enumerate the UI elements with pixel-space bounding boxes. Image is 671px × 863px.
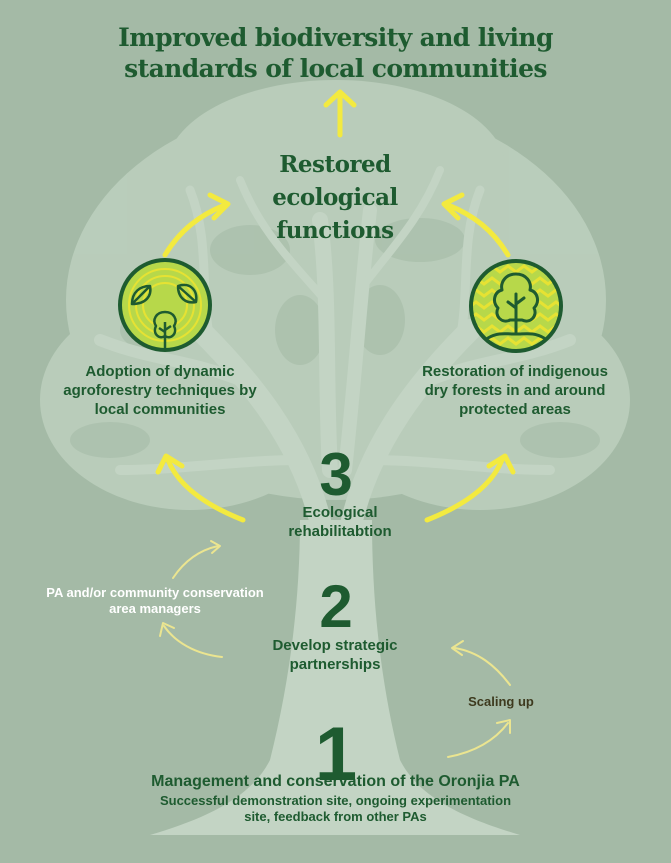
arrow-right-to-restored xyxy=(445,202,511,258)
restored-line1: Restored xyxy=(279,151,391,178)
agroforestry-caption-line3: local communities xyxy=(94,401,226,418)
step1-subtitle-line1: Successful demonstration site, ongoing e… xyxy=(159,793,512,808)
pa-managers-line2: area managers xyxy=(109,601,201,616)
dry-forest-caption-line3: protected areas xyxy=(459,401,571,418)
step1-number: 1 xyxy=(314,712,358,797)
arrow-right-to-restored-head xyxy=(441,192,465,221)
goal-title-line2: standards of local communities xyxy=(124,54,547,83)
pale-arrow-scale-up-head xyxy=(496,719,511,734)
arrow-left-to-restored-head xyxy=(207,192,231,221)
restored-functions-label: Restored ecological functions xyxy=(230,148,440,247)
dry-forest-caption-line2: dry forests in and around xyxy=(424,382,606,399)
goal-title-line1: Improved biodiversity and living xyxy=(118,23,553,52)
step1-subtitle: Successful demonstration site, ongoing e… xyxy=(110,793,561,825)
step3-label-line1: Ecological xyxy=(302,504,378,521)
step1-subtitle-line2: site, feedback from other PAs xyxy=(244,809,427,824)
arrow-step3-to-right xyxy=(424,457,505,523)
step2-label: Develop strategic partnerships xyxy=(230,636,440,674)
pale-arrow-scale-back-head xyxy=(451,640,464,656)
pale-arrow-scale-up xyxy=(447,722,509,758)
step1-title: Management and conservation of the Oronj… xyxy=(151,773,520,790)
step3-number: 3 xyxy=(319,441,353,508)
pale-arrow-pa-down-head xyxy=(159,622,175,637)
dry-forest-caption: Restoration of indigenous dry forests in… xyxy=(396,362,634,419)
pale-arrow-pa-up xyxy=(172,545,219,579)
agroforestry-leaves-tree-icon xyxy=(118,258,212,352)
scaling-up-label: Scaling up xyxy=(468,694,534,709)
arrow-step3-to-left-head xyxy=(155,453,185,475)
dry-forest-tree-icon xyxy=(469,259,563,353)
agroforestry-caption-line1: Adoption of dynamic xyxy=(85,363,235,380)
arrow-to-goal-head xyxy=(323,89,357,108)
pale-arrow-scale-back xyxy=(454,647,511,686)
agroforestry-caption: Adoption of dynamic agroforestry techniq… xyxy=(30,362,290,419)
arrow-step3-to-right-head xyxy=(486,453,516,475)
step2-label-line2: partnerships xyxy=(289,656,381,673)
pale-arrow-pa-down xyxy=(163,625,223,658)
arrow-step3-to-left xyxy=(165,457,246,523)
dry-forest-caption-line1: Restoration of indigenous xyxy=(422,363,608,380)
pale-arrow-pa-up-head xyxy=(210,540,221,554)
step2-number: 2 xyxy=(319,573,353,640)
restored-line3: functions xyxy=(276,217,394,244)
pa-managers-line1: PA and/or community conservation xyxy=(46,585,264,600)
step3-label: Ecological rehabilitabtion xyxy=(250,503,430,541)
step2-label-line1: Develop strategic xyxy=(272,637,398,654)
restored-line2: ecological xyxy=(272,184,398,211)
goal-title: Improved biodiversity and living standar… xyxy=(0,22,671,84)
arrow-left-to-restored xyxy=(162,202,228,258)
pa-managers-label: PA and/or community conservation area ma… xyxy=(30,585,280,617)
step3-label-line2: rehabilitabtion xyxy=(288,523,392,540)
agroforestry-caption-line2: agroforestry techniques by xyxy=(63,382,257,399)
